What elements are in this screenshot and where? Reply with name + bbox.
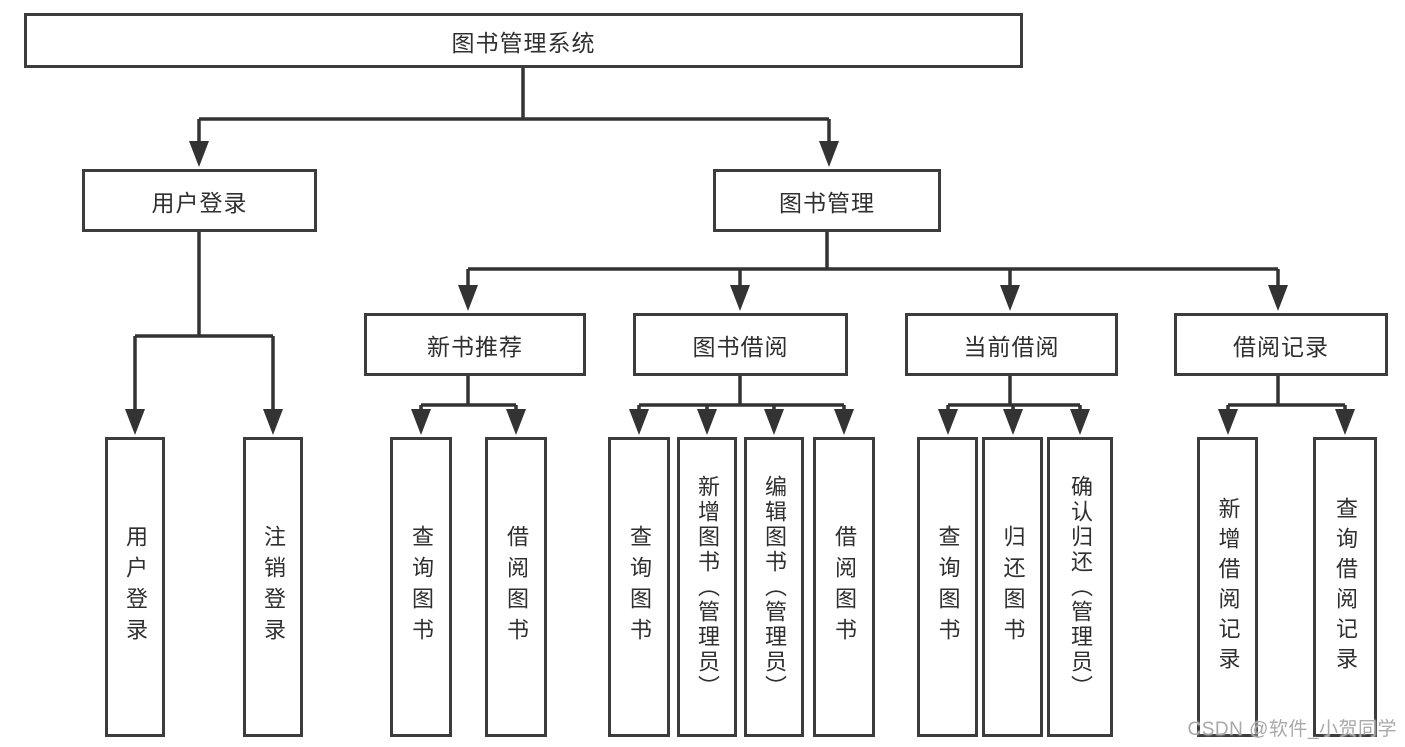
leaf-confirm-return-admin: 确认归还（管理员） bbox=[1047, 437, 1113, 737]
node-current-borrow: 当前借阅 bbox=[905, 313, 1118, 376]
node-new-book-recommend-label: 新书推荐 bbox=[427, 333, 523, 360]
leaf-logout: 注销登录 bbox=[243, 437, 303, 737]
leaf-user-login-label: 用户登录 bbox=[123, 525, 148, 649]
leaf-query-books-1: 查询图书 bbox=[390, 437, 452, 737]
node-user-login-label: 用户登录 bbox=[151, 189, 248, 216]
leaf-return-book: 归还图书 bbox=[982, 437, 1043, 737]
node-current-borrow-label: 当前借阅 bbox=[963, 333, 1060, 360]
leaf-borrow-books-2: 借阅图书 bbox=[813, 437, 875, 737]
leaf-query-borrow-record: 查询借阅记录 bbox=[1313, 437, 1377, 737]
node-borrow-records-label: 借阅记录 bbox=[1233, 333, 1329, 360]
leaf-return-book-label: 归还图书 bbox=[1000, 525, 1026, 649]
leaf-logout-label: 注销登录 bbox=[261, 525, 286, 649]
node-borrow-records: 借阅记录 bbox=[1174, 313, 1388, 376]
node-new-book-recommend: 新书推荐 bbox=[364, 313, 586, 376]
leaf-query-books-3-label: 查询图书 bbox=[935, 525, 961, 649]
node-book-borrow-label: 图书借阅 bbox=[692, 333, 789, 360]
node-user-login: 用户登录 bbox=[82, 169, 317, 232]
leaf-borrow-books-1-label: 借阅图书 bbox=[504, 525, 529, 649]
connector-strokes bbox=[133, 68, 1347, 412]
leaf-user-login: 用户登录 bbox=[105, 437, 165, 737]
node-book-borrow: 图书借阅 bbox=[633, 313, 848, 376]
leaf-query-books-1-label: 查询图书 bbox=[409, 525, 434, 649]
leaf-edit-book-admin: 编辑图书（管理员） bbox=[744, 437, 804, 737]
watermark-text: CSDN @软件_小贺同学 bbox=[1187, 719, 1397, 740]
leaf-query-books-2: 查询图书 bbox=[608, 437, 670, 737]
leaf-query-books-2-label: 查询图书 bbox=[627, 525, 652, 649]
leaf-borrow-books-2-label: 借阅图书 bbox=[832, 525, 857, 649]
leaf-add-borrow-record: 新增借阅记录 bbox=[1197, 437, 1258, 737]
leaf-add-book-admin-label: 新增图书（管理员） bbox=[695, 474, 720, 700]
leaf-add-borrow-record-label: 新增借阅记录 bbox=[1215, 497, 1241, 677]
leaf-confirm-return-admin-label: 确认归还（管理员） bbox=[1068, 474, 1093, 700]
node-root: 图书管理系统 bbox=[24, 13, 1023, 68]
leaf-borrow-books-1: 借阅图书 bbox=[485, 437, 547, 737]
leaf-edit-book-admin-label: 编辑图书（管理员） bbox=[762, 474, 787, 700]
leaf-query-books-3: 查询图书 bbox=[917, 437, 978, 737]
node-book-management: 图书管理 bbox=[713, 169, 941, 232]
leaf-query-borrow-record-label: 查询借阅记录 bbox=[1333, 497, 1358, 677]
arrowheads bbox=[125, 141, 1355, 435]
leaf-add-book-admin: 新增图书（管理员） bbox=[677, 437, 737, 737]
node-book-management-label: 图书管理 bbox=[779, 189, 875, 216]
node-root-label: 图书管理系统 bbox=[451, 29, 596, 56]
